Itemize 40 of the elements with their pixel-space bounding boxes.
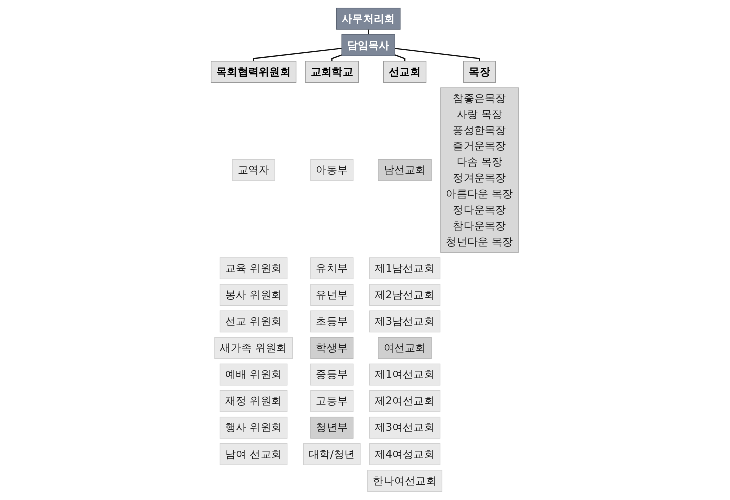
node-box (440, 88, 519, 253)
node-box (220, 258, 288, 280)
org-chart: 사무처리회 담임목사 목회협력위원회 교회학교 선교회 목장 교역자 교육 위원회 봉사 위원회 선교 위원회 새가족 위원회 예배 위원회 재정 위원회 행사 위원회 남여 선교회 아동부 유치부 유년부 초등부 학생부 중등부 고등부 청년부 대학/청년 남선교회 제1남선교회 제2남선교회 제3남선교회 여선교회 제1여선교회 제2여선교회 제3여선교회 제4여성교회 한나여선교회 참좋은목장 사랑 목장 풍성한목장 즐거운목장 다솜 목장 정겨운목장 아름다운 목장 정다운목장 참다운목장 청년다운 목장 (206, 3, 524, 497)
node-box (232, 159, 276, 182)
node-box (368, 470, 443, 492)
node-box (310, 284, 354, 306)
node-box (220, 284, 288, 306)
node-box (378, 159, 432, 182)
connector (253, 48, 342, 62)
node-box (369, 258, 441, 280)
node-box (220, 310, 288, 333)
node-box (214, 337, 294, 360)
node-box (369, 390, 441, 412)
node-box (310, 364, 354, 386)
connector (394, 54, 406, 62)
node-box (220, 390, 288, 412)
node-box (310, 416, 354, 439)
node-box (369, 284, 441, 306)
node-box (211, 61, 297, 84)
node-box (369, 416, 441, 439)
connector (332, 54, 342, 62)
node-box (310, 337, 354, 360)
node-box (369, 364, 441, 386)
node-box (310, 258, 354, 280)
node-box (220, 444, 288, 466)
node-box (342, 34, 396, 56)
node-box (220, 364, 288, 386)
node-box (305, 61, 360, 84)
node-box (310, 310, 354, 333)
node-box (310, 390, 354, 412)
node-box (369, 310, 441, 333)
node-box (383, 61, 427, 84)
node-box (310, 159, 354, 182)
node-box (378, 337, 432, 360)
node-box (303, 444, 361, 466)
node-box (220, 416, 288, 439)
connector (395, 48, 480, 62)
node-box (464, 61, 496, 84)
node-box (336, 8, 401, 30)
node-box (369, 444, 441, 466)
